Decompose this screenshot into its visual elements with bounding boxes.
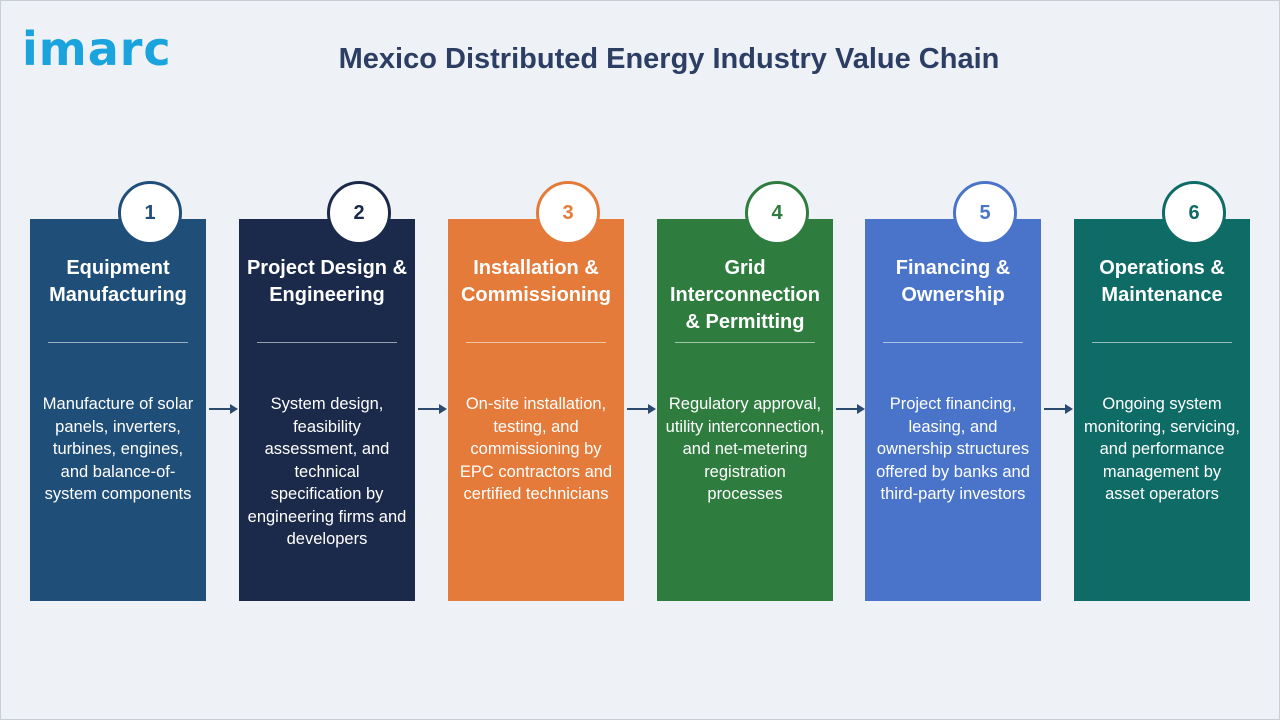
page-title: Mexico Distributed Energy Industry Value… — [338, 43, 1000, 75]
step-description-2: System design, feasibility assessment, a… — [247, 395, 407, 548]
step-number-badge-5: 5 — [953, 181, 1017, 245]
step-description-6: Ongoing system monitoring, servicing, an… — [1084, 395, 1240, 503]
right-arrow-icon — [418, 404, 447, 414]
right-arrow-icon — [836, 404, 865, 414]
step-card-6: Operations & Maintenance Ongoing system … — [1074, 219, 1250, 601]
step-number-badge-1: 1 — [118, 181, 182, 245]
step-divider-1 — [48, 342, 188, 343]
step-number-badge-4: 4 — [745, 181, 809, 245]
step-description-5: Project financing, leasing, and ownershi… — [876, 395, 1030, 503]
step-card-2: Project Design & Engineering System desi… — [239, 219, 415, 601]
step-description-1: Manufacture of solar panels, inverters, … — [42, 395, 194, 503]
step-divider-2 — [257, 342, 397, 343]
step-divider-4 — [675, 342, 815, 343]
right-arrow-icon — [627, 404, 656, 414]
step-title-1: Equipment Manufacturing — [49, 257, 187, 306]
step-title-5: Financing & Ownership — [895, 257, 1011, 306]
step-title-2: Project Design & Engineering — [246, 257, 408, 306]
imarc-logo: imarc — [22, 22, 172, 76]
step-description-4: Regulatory approval, utility interconnec… — [665, 395, 825, 503]
step-title-4: Grid Interconnection & Permitting — [669, 257, 820, 333]
step-number-badge-6: 6 — [1162, 181, 1226, 245]
step-number-badge-2: 2 — [327, 181, 391, 245]
step-divider-3 — [466, 342, 606, 343]
step-description-3: On-site installation, testing, and commi… — [459, 395, 613, 503]
step-card-1: Equipment Manufacturing Manufacture of s… — [30, 219, 206, 601]
step-number-badge-3: 3 — [536, 181, 600, 245]
step-title-3: Installation & Commissioning — [460, 257, 611, 306]
step-card-3: Installation & Commissioning On-site ins… — [448, 219, 624, 601]
right-arrow-icon — [209, 404, 238, 414]
step-card-5: Financing & Ownership Project financing,… — [865, 219, 1041, 601]
right-arrow-icon — [1044, 404, 1073, 414]
step-divider-5 — [883, 342, 1023, 343]
step-card-4: Grid Interconnection & Permitting Regula… — [657, 219, 833, 601]
step-divider-6 — [1092, 342, 1232, 343]
step-title-6: Operations & Maintenance — [1099, 257, 1225, 306]
